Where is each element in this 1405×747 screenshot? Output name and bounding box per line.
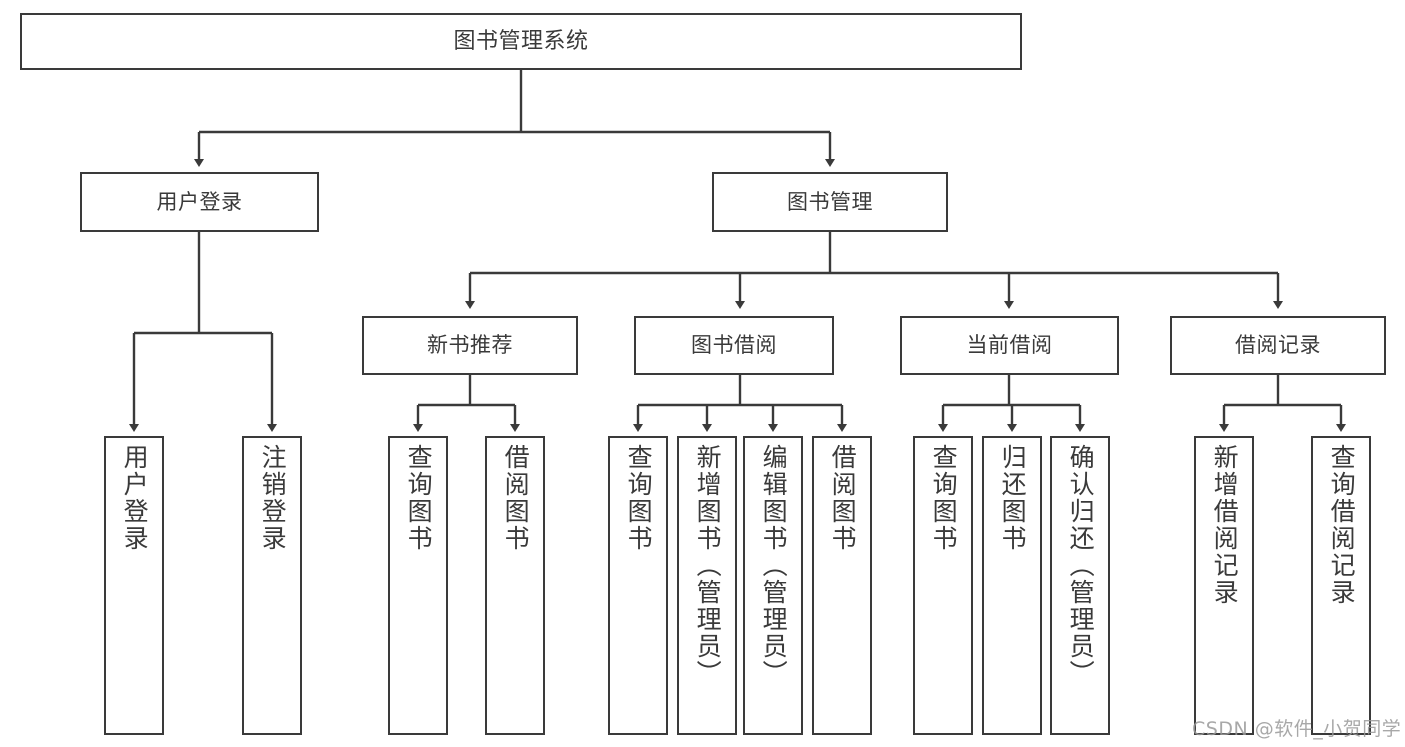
leaf-new-book-borrow[interactable]: 借阅图书 (485, 436, 545, 735)
leaf-book-borrow-query[interactable]: 查询图书 (608, 436, 668, 735)
leaf-book-borrow-add[interactable]: 新增图书（管理员） (677, 436, 737, 735)
node-book-borrow[interactable]: 图书借阅 (634, 316, 834, 375)
leaf-current-borrow-confirm-return[interactable]: 确认归还（管理员） (1050, 436, 1110, 735)
node-current-borrow[interactable]: 当前借阅 (900, 316, 1119, 375)
node-book-management[interactable]: 图书管理 (712, 172, 948, 232)
leaf-current-borrow-query[interactable]: 查询图书 (913, 436, 973, 735)
leaf-new-book-query[interactable]: 查询图书 (388, 436, 448, 735)
node-label: 用户登录 (120, 444, 150, 552)
node-label: 归还图书 (998, 444, 1028, 552)
node-label: 图书借阅 (691, 333, 777, 358)
node-label: 新增图书（管理员） (693, 444, 723, 687)
leaf-borrow-record-query[interactable]: 查询借阅记录 (1311, 436, 1371, 735)
node-label: 借阅图书 (828, 444, 858, 552)
node-label: 编辑图书（管理员） (759, 444, 789, 687)
node-label: 图书管理系统 (453, 28, 589, 54)
node-label: 借阅图书 (501, 444, 531, 552)
leaf-current-borrow-return[interactable]: 归还图书 (982, 436, 1042, 735)
node-label: 查询借阅记录 (1327, 444, 1357, 606)
node-label: 图书管理 (787, 189, 873, 214)
leaf-book-borrow-edit[interactable]: 编辑图书（管理员） (743, 436, 803, 735)
node-new-book-recommend[interactable]: 新书推荐 (362, 316, 578, 375)
node-root-system[interactable]: 图书管理系统 (20, 13, 1022, 70)
node-label: 新书推荐 (427, 333, 513, 358)
node-label: 借阅记录 (1235, 333, 1321, 358)
leaf-user-login-logout[interactable]: 注销登录 (242, 436, 302, 735)
leaf-book-borrow-borrow[interactable]: 借阅图书 (812, 436, 872, 735)
node-borrow-record[interactable]: 借阅记录 (1170, 316, 1386, 375)
csdn-watermark: CSDN @软件_小贺同学 (1192, 718, 1402, 740)
node-label: 查询图书 (404, 444, 434, 552)
node-label: 确认归还（管理员） (1066, 444, 1096, 687)
node-label: 注销登录 (258, 444, 288, 552)
leaf-borrow-record-add[interactable]: 新增借阅记录 (1194, 436, 1254, 735)
leaf-user-login-login[interactable]: 用户登录 (104, 436, 164, 735)
node-label: 查询图书 (624, 444, 654, 552)
node-label: 新增借阅记录 (1210, 444, 1240, 606)
node-label: 查询图书 (929, 444, 959, 552)
node-label: 当前借阅 (966, 333, 1053, 358)
node-label: 用户登录 (156, 189, 243, 214)
node-user-login[interactable]: 用户登录 (80, 172, 319, 232)
